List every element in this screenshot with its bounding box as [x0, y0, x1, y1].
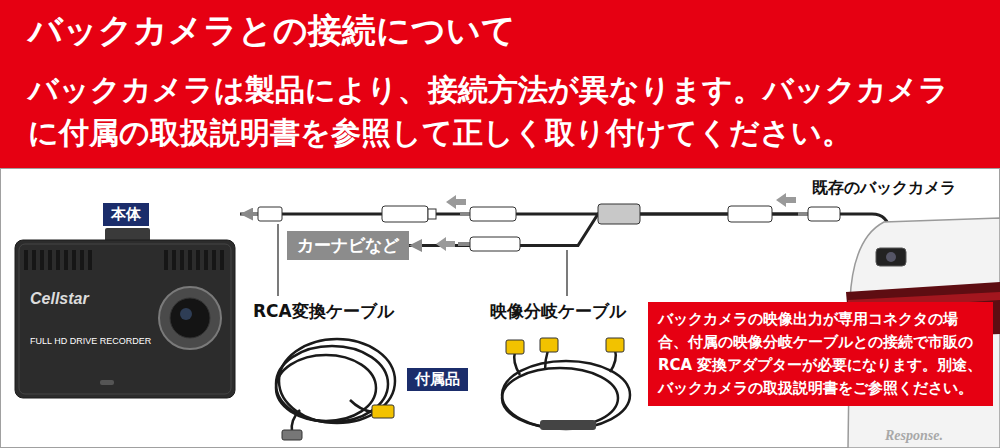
cable-tail — [292, 410, 300, 432]
slot — [72, 250, 76, 270]
note-box: バックカメラの映像出力が専用コネクタの場合、付属の映像分岐ケーブルとの接続で市販… — [648, 302, 993, 406]
flow-chevron — [776, 193, 796, 207]
slot — [196, 250, 200, 270]
splitter-joint — [540, 420, 596, 430]
rca-pin — [798, 212, 808, 216]
slot — [88, 250, 92, 270]
splitter-cable-coil — [502, 338, 630, 430]
device-unit-text: 本体 — [103, 203, 149, 226]
title: バックカメラとの接続について — [28, 8, 516, 54]
device-unit: 本体 — [12, 198, 240, 400]
flow-chevron — [436, 237, 455, 251]
coil-loop — [279, 339, 395, 423]
leader-line — [277, 224, 278, 296]
cable-tail — [350, 400, 372, 412]
intro-text: バックカメラは製品により、接続方法が異なります。バックカメラに付属の取扱説明書を… — [28, 68, 973, 154]
rca-jack-collar — [428, 209, 436, 219]
slot — [204, 250, 208, 270]
rca-cable-coil — [276, 339, 395, 440]
flow-chevron — [446, 195, 466, 209]
navigation-box-text: カーナビなど — [297, 234, 399, 257]
accessory-tag-text: 付属品 — [415, 370, 460, 389]
rca-pin — [460, 212, 470, 216]
mini-plug — [258, 207, 282, 221]
leader-line — [566, 250, 567, 296]
note-box-text: バックカメラの映像出力が専用コネクタの場合、付属の映像分岐ケーブルとの接続で市販… — [658, 308, 983, 400]
cable-tail — [610, 350, 616, 372]
lens-ring — [159, 287, 221, 349]
slot — [188, 250, 192, 270]
slot — [64, 250, 68, 270]
slot — [172, 250, 176, 270]
rca-jack — [382, 206, 428, 222]
recorder-body — [15, 240, 235, 398]
rca-jack — [728, 206, 772, 222]
slot — [24, 250, 28, 270]
rca-plug — [470, 237, 520, 251]
lens — [170, 298, 210, 338]
mini-plug-grey — [282, 430, 302, 440]
coil-loop — [276, 355, 376, 421]
drive-recorder-illustration — [15, 228, 235, 398]
part-name: 映像分岐ケーブル — [490, 300, 626, 323]
red-band — [0, 0, 1000, 168]
mini-plug-pin — [248, 212, 258, 216]
brand-logo: Cellstar — [30, 290, 89, 308]
slot — [56, 250, 60, 270]
slot — [220, 250, 224, 270]
coil-loop — [276, 346, 388, 422]
rca-plug-yellow — [372, 405, 394, 418]
cable-tail — [514, 352, 520, 375]
back-camera-text: 既存のバックカメラ — [812, 178, 956, 199]
slot — [80, 250, 84, 270]
slot — [212, 250, 216, 270]
slot — [48, 250, 52, 270]
slot — [32, 250, 36, 270]
rca-plug-yellow — [540, 338, 558, 352]
white-panel — [0, 168, 1000, 448]
navigation-box: カーナビなど — [287, 231, 409, 260]
recorder-bevel — [19, 244, 231, 394]
lens-glint — [180, 308, 192, 320]
rca-plug — [470, 207, 516, 221]
slot — [40, 250, 44, 270]
slot — [180, 250, 184, 270]
led — [100, 380, 114, 385]
rca-plug-yellow — [506, 340, 524, 354]
accessory-tag: 付属品 — [407, 368, 468, 391]
back-camera-body — [876, 248, 906, 266]
grille — [24, 250, 224, 270]
splitter-joint — [598, 204, 640, 224]
camera-plug — [808, 207, 840, 221]
slot — [164, 250, 168, 270]
part-name: RCA変換ケーブル — [253, 300, 394, 323]
rca-pin — [458, 242, 470, 246]
panel-border — [1, 169, 1000, 448]
rca-jack-yellow — [606, 338, 624, 352]
cable-tail — [545, 350, 548, 370]
coil-loop — [502, 368, 618, 428]
model-text: FULL HD DRIVE RECORDER — [30, 336, 151, 346]
watermark: Response. — [885, 428, 943, 444]
back-camera-lens — [886, 252, 896, 262]
